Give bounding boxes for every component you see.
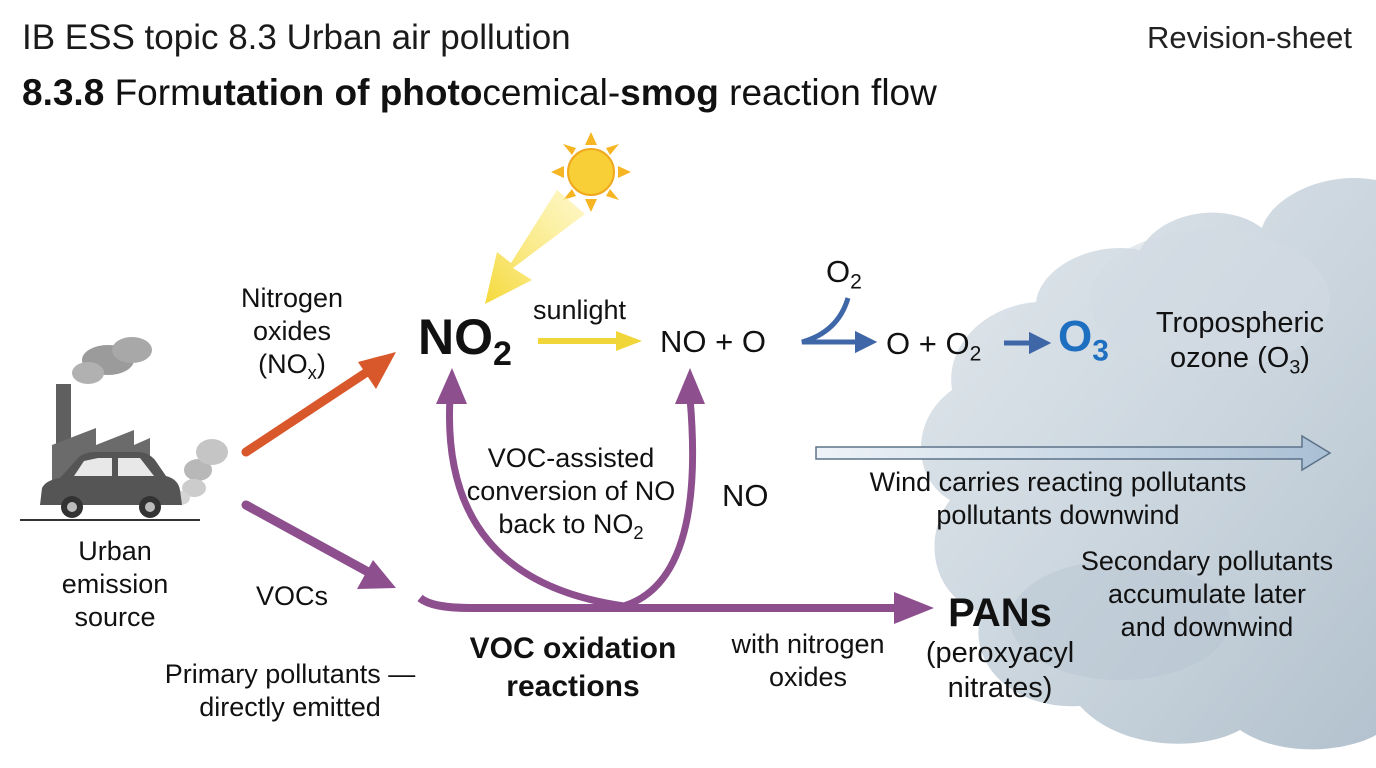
- section-number: 8.3.8: [22, 72, 105, 113]
- sunlight-beam-arrow: [485, 190, 585, 304]
- urban-source-label: Urban emission source: [61, 536, 169, 632]
- sunlight-label: sunlight: [533, 295, 627, 325]
- vocs-arrow: [241, 500, 396, 589]
- o-plus-o2-node: O + O2: [886, 326, 982, 366]
- ozone-node: O3: [1058, 312, 1109, 368]
- vocs-label: VOCs: [256, 581, 329, 611]
- nox-arrow: [241, 352, 396, 457]
- voc-assisted-label: VOC-assisted conversion of NO back to NO…: [466, 443, 676, 543]
- pans-node: PANs (peroxyacyl nitrates): [912, 590, 1088, 706]
- nox-label: Nitrogen oxides (NOx): [240, 283, 344, 383]
- sun-icon: [551, 132, 631, 212]
- diagram-heading: 8.3.8 Formutation of photocemical-smog r…: [22, 72, 937, 113]
- voc-assisted-loop: [445, 394, 697, 610]
- sunlight-arrow: [538, 331, 642, 351]
- with-nitrogen-oxides-label: with nitrogen oxides: [731, 629, 885, 692]
- secondary-pollutants-note: Secondary pollutants accumulate later an…: [1080, 546, 1334, 642]
- topic-title: IB ESS topic 8.3 Urban air pollution: [22, 18, 571, 57]
- pans-title: PANs: [948, 591, 1052, 635]
- primary-pollutants-note: Primary pollutants — directly emitted: [164, 659, 416, 722]
- revision-sheet-tag: Revision-sheet: [1146, 20, 1352, 55]
- tropospheric-ozone-label: Tropospheric ozone (O3): [1155, 307, 1325, 379]
- no-plus-o-node: NO + O: [660, 324, 766, 359]
- loop-arrowhead-no2: [436, 368, 467, 404]
- car-icon: [40, 452, 182, 518]
- voc-oxidation-label: VOC oxidation reactions: [469, 632, 677, 703]
- no2-node: NO2: [418, 309, 512, 373]
- o2-join-arrow: [801, 297, 878, 354]
- wind-arrow: [815, 434, 1332, 472]
- smog-cloud: [921, 178, 1376, 750]
- o2-reactant: O2: [826, 254, 862, 294]
- no-loop-label: NO: [722, 478, 769, 513]
- loop-arrowhead-no: [675, 368, 705, 404]
- wind-label: Wind carries reacting pollutants polluta…: [869, 467, 1247, 530]
- pans-arrow: [417, 592, 934, 624]
